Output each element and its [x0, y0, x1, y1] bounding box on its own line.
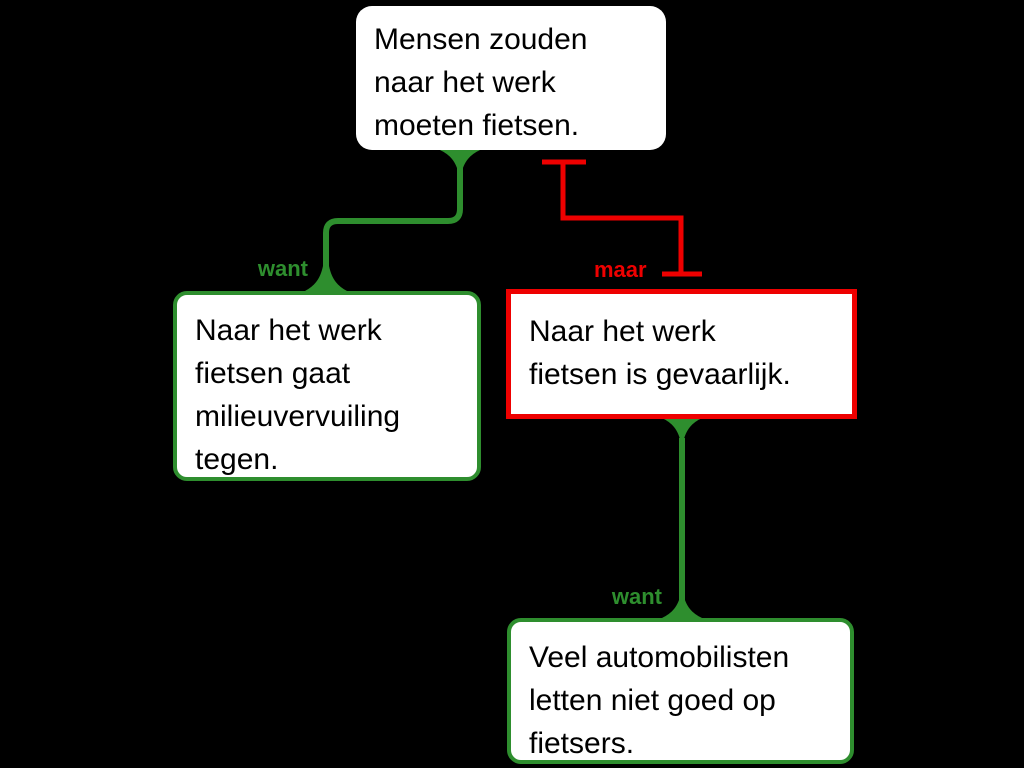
reason-node-left[interactable]: Naar het werk fietsen gaat milieuvervuil… — [173, 291, 481, 481]
objection-line-path — [560, 164, 684, 272]
support-connector-bottom — [662, 418, 702, 618]
contention-node[interactable]: Mensen zouden naar het werk moeten fiets… — [356, 6, 666, 150]
relation-label-want-left: want — [257, 256, 308, 281]
support-connector-left — [305, 150, 480, 291]
support-flare-top-bottomlink — [662, 418, 702, 443]
support-flare-top — [440, 150, 480, 175]
objection-connector — [542, 159, 702, 277]
reason-node-bottom[interactable]: Veel automobilisten letten niet goed op … — [507, 618, 854, 764]
support-line-left — [323, 168, 463, 276]
relation-label-maar: maar — [594, 257, 647, 282]
objection-node[interactable]: Naar het werk fietsen is gevaarlijk. — [506, 289, 857, 419]
relation-label-want-bottom: want — [611, 584, 662, 609]
support-flare-bottom-left — [305, 266, 347, 291]
support-flare-bottom-bottomlink — [662, 593, 702, 618]
